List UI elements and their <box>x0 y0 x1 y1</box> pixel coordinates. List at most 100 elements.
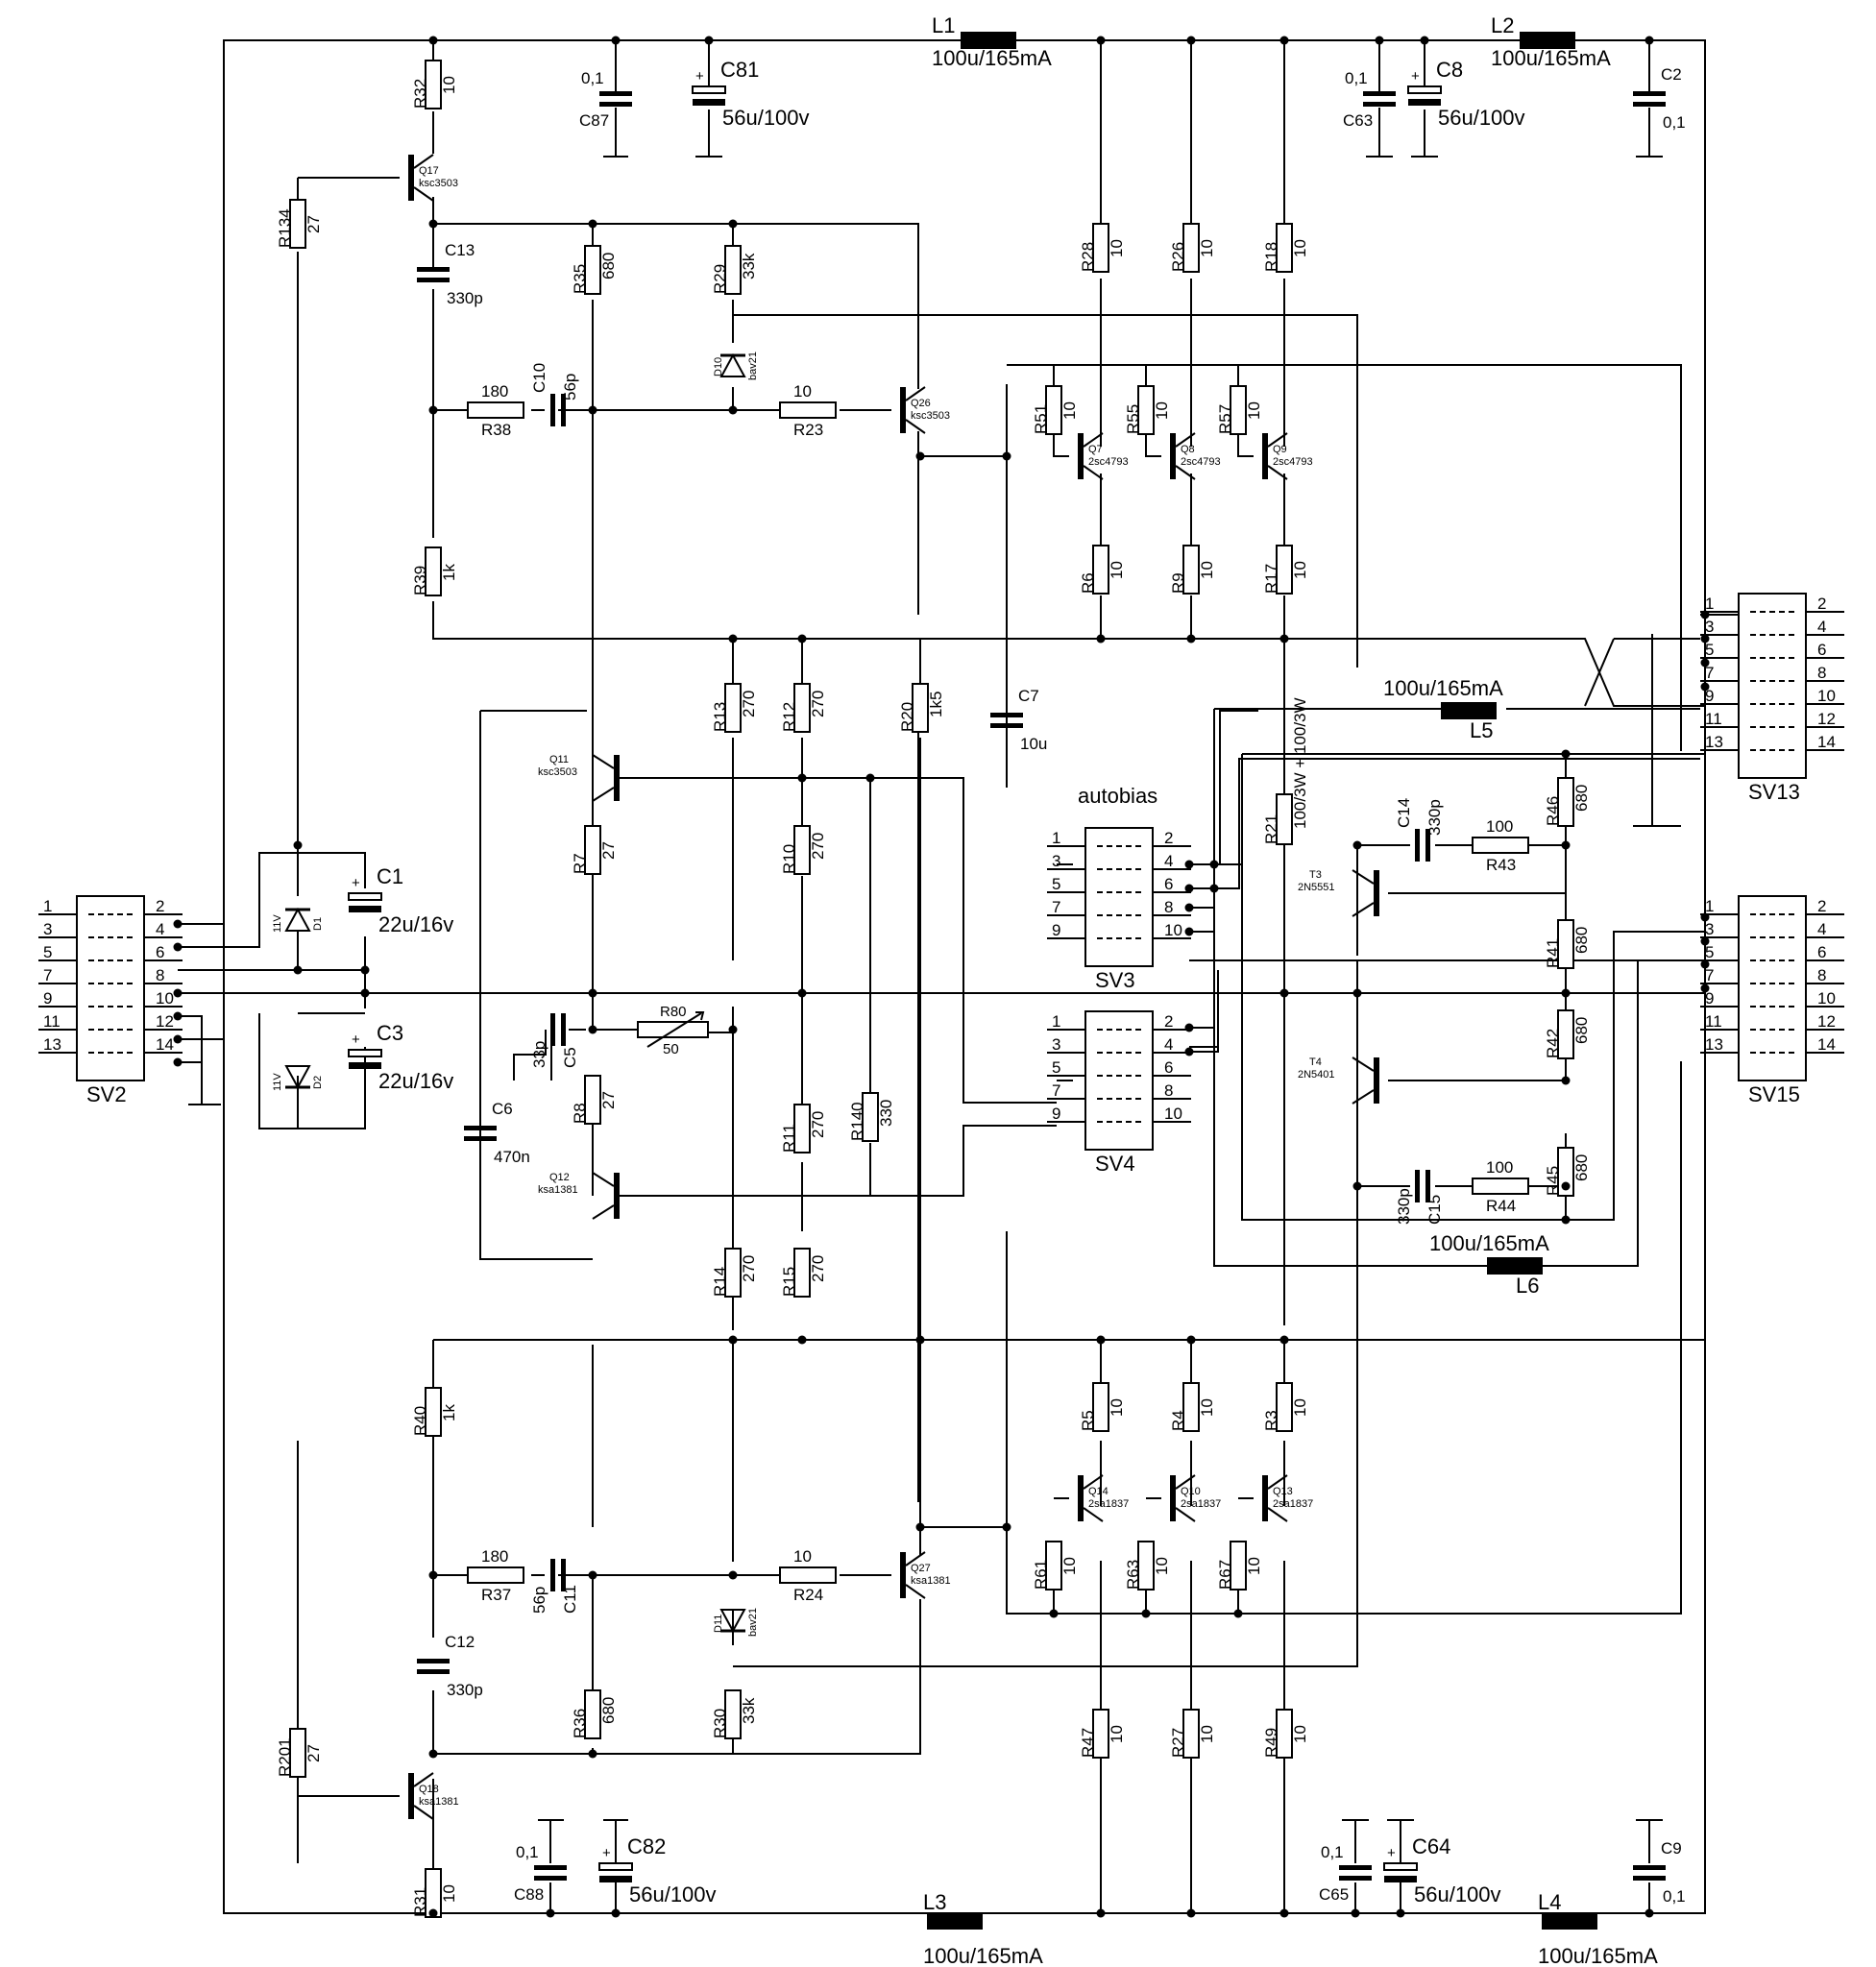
junction-dot <box>1279 1908 1289 1918</box>
resistor-value: 27 <box>305 1744 323 1762</box>
pin-number: 9 <box>1052 1105 1060 1123</box>
junction-dot <box>546 1908 555 1918</box>
junction-dot <box>1002 451 1011 461</box>
capacitor-ref: C8 <box>1436 58 1463 82</box>
capacitor-value: 0,1 <box>1663 1887 1686 1906</box>
pin-number: 7 <box>1052 1081 1060 1100</box>
resistor-value: 10 <box>1291 1725 1309 1743</box>
junction-dot <box>428 1749 438 1759</box>
junction-dot <box>1700 984 1710 993</box>
junction-dot <box>1700 912 1710 922</box>
junction-dot <box>1375 36 1384 45</box>
junction-dot <box>1700 634 1710 644</box>
capacitor-value: 0,1 <box>516 1843 539 1861</box>
resistor-value: 180 <box>481 1547 508 1566</box>
pin-number: 9 <box>1052 921 1060 939</box>
junction-dot <box>611 1908 621 1918</box>
capacitor-value: 22u/16v <box>378 912 453 936</box>
junction-dot <box>1700 936 1710 946</box>
resistor-r30: R30 33k <box>711 1689 758 1739</box>
capacitor-ref: C14 <box>1395 798 1413 828</box>
capacitor-ref: C88 <box>514 1885 544 1904</box>
resistor-ref: R24 <box>793 1586 823 1604</box>
pin-number: 8 <box>1817 664 1826 682</box>
resistor-ref: R10 <box>780 844 798 874</box>
junction-dot <box>728 405 738 415</box>
diode-part: bav21 <box>747 352 759 380</box>
resistor-value: 270 <box>740 1255 758 1282</box>
resistor-ref: R38 <box>481 421 511 439</box>
resistor-value: 33k <box>740 1697 758 1724</box>
resistor-value: 33k <box>740 253 758 279</box>
resistor-ref: R9 <box>1169 572 1187 594</box>
transistor-part: ksc3503 <box>538 766 577 778</box>
transistor-part: 2sc4793 <box>1181 456 1221 468</box>
resistor-value: 10 <box>440 76 458 94</box>
resistor-ref: R51 <box>1032 404 1050 434</box>
resistor-value: 100 <box>1486 817 1513 836</box>
inductor-ref: L4 <box>1538 1890 1561 1914</box>
resistor-value: 27 <box>305 215 323 233</box>
pin-number: 11 <box>1705 710 1722 728</box>
resistor-ref: R6 <box>1079 572 1097 594</box>
resistor-ref: R31 <box>411 1887 429 1917</box>
pin-number: 11 <box>1705 1012 1722 1031</box>
pin-number: 1 <box>1052 829 1060 847</box>
pin-number: 10 <box>1164 1105 1182 1123</box>
pin-number: 10 <box>1817 687 1836 705</box>
junction-dot <box>1561 749 1571 759</box>
pin-number: 10 <box>156 989 174 1008</box>
inductor-ref: L6 <box>1516 1274 1539 1298</box>
pin-number: 9 <box>1705 687 1714 705</box>
resistor-value: 270 <box>809 1111 827 1138</box>
transistor-part: ksc3503 <box>419 178 458 189</box>
pin-number: 14 <box>1817 733 1836 751</box>
capacitor-ref: C6 <box>492 1100 513 1118</box>
junction-dot <box>173 1011 183 1021</box>
junction-dot <box>1561 1076 1571 1085</box>
capacitor-ref: C12 <box>445 1633 475 1651</box>
junction-dot <box>865 773 875 783</box>
pin-number: 14 <box>1817 1035 1836 1054</box>
resistor-value: 680 <box>1572 1154 1591 1181</box>
pin-number: 7 <box>1052 898 1060 916</box>
junction-dot <box>360 965 370 975</box>
pin-number: 6 <box>1164 1058 1173 1077</box>
resistor-ref: R40 <box>411 1406 429 1436</box>
transistor-ref: Q8 <box>1181 444 1195 455</box>
inductor-ref: L5 <box>1470 718 1493 742</box>
junction-dot <box>173 919 183 929</box>
pin-number: 4 <box>1817 920 1826 938</box>
capacitor-value: 470n <box>494 1148 530 1166</box>
resistor-ref: R27 <box>1169 1728 1187 1758</box>
resistor-ref: R41 <box>1544 938 1562 968</box>
resistor-ref: R201 <box>276 1737 294 1777</box>
pin-number: 5 <box>1705 641 1714 659</box>
transistor-part: 2sa1837 <box>1273 1498 1313 1510</box>
transistor-part: 2sc4793 <box>1273 456 1313 468</box>
pin-number: 1 <box>1705 595 1714 613</box>
resistor-ref: R11 <box>780 1124 798 1153</box>
capacitor-ref: C87 <box>579 111 609 130</box>
resistor-ref: R30 <box>711 1709 729 1738</box>
